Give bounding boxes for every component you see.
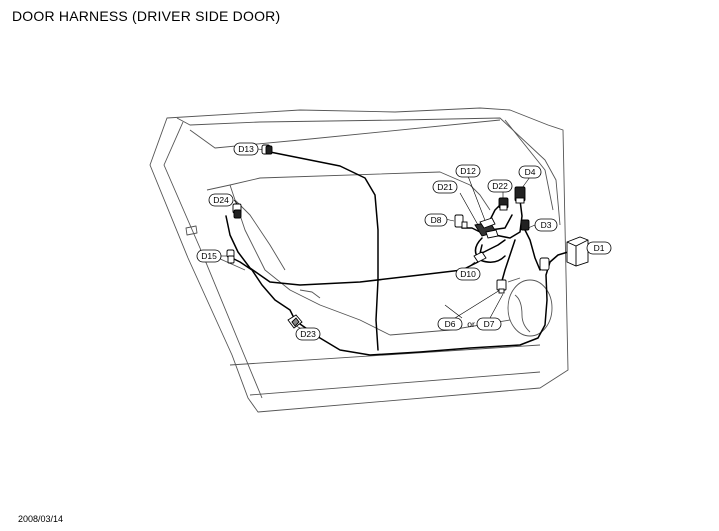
svg-text:D3: D3: [541, 220, 552, 230]
connector-d4: [514, 186, 526, 204]
svg-text:D7: D7: [484, 319, 495, 329]
label-d12: D12: [455, 164, 481, 178]
svg-text:D21: D21: [437, 182, 453, 192]
label-d22: D22: [487, 179, 513, 193]
connector-d24: [232, 203, 242, 219]
svg-text:D15: D15: [201, 251, 217, 261]
svg-text:D22: D22: [492, 181, 508, 191]
connector-d23: [287, 314, 303, 329]
label-d6: D6: [437, 317, 463, 331]
diagram-date: 2008/03/14: [18, 514, 64, 524]
connector-d8: [454, 214, 468, 229]
label-d8: D8: [424, 213, 448, 227]
label-d24: D24: [208, 193, 234, 207]
label-d3: D3: [534, 218, 558, 232]
connector-d10: [473, 251, 487, 263]
connector-d6-d7: [496, 279, 507, 294]
label-d23: D23: [295, 327, 321, 341]
label-d21: D21: [432, 180, 458, 194]
harness-wires: [225, 151, 569, 356]
connector-d21-d12-cluster: [474, 217, 499, 239]
connector-d3: [520, 219, 530, 231]
connector-bodies: [226, 144, 589, 329]
connector-d22: [498, 197, 509, 211]
svg-text:D4: D4: [525, 167, 536, 177]
svg-text:D24: D24: [213, 195, 229, 205]
svg-text:D23: D23: [300, 329, 316, 339]
door-outline: [149, 107, 569, 413]
connector-d1: [566, 236, 589, 267]
svg-text:D13: D13: [238, 144, 254, 154]
page-title: DOOR HARNESS (DRIVER SIDE DOOR): [12, 8, 281, 24]
label-d10: D10: [455, 267, 481, 281]
connector-d13: [261, 144, 273, 155]
label-d13: D13: [233, 142, 259, 156]
label-d15: D15: [196, 249, 222, 263]
connector-labels: D13 D24 D15 D23 D21 D12 D22 D4: [196, 142, 612, 341]
label-d1: D1: [586, 241, 612, 255]
svg-text:D6: D6: [445, 319, 456, 329]
label-d7: D7: [476, 317, 502, 331]
connector-d15: [226, 249, 235, 264]
harness-clip: [539, 257, 550, 271]
label-or: or: [467, 319, 475, 329]
svg-text:D8: D8: [431, 215, 442, 225]
label-d4: D4: [518, 165, 542, 179]
svg-text:D10: D10: [460, 269, 476, 279]
svg-text:D1: D1: [594, 243, 605, 253]
svg-text:D12: D12: [460, 166, 476, 176]
